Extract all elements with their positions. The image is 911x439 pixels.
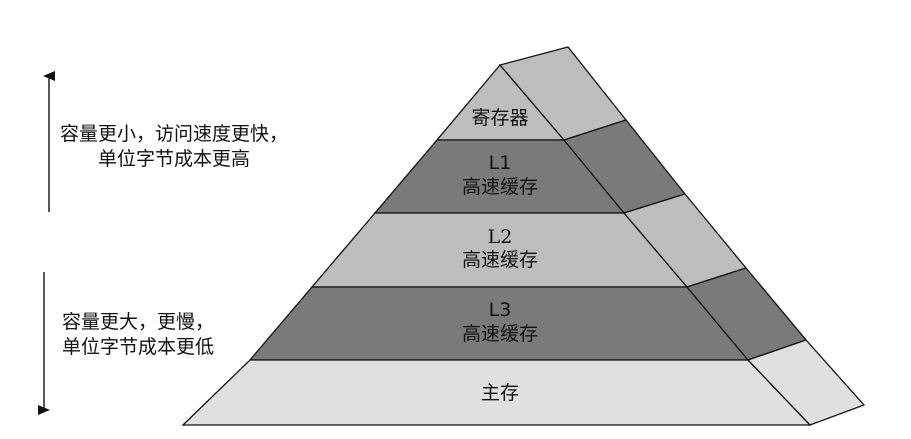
level-label-l2-name: 高速缓存 [462, 249, 538, 271]
level-label-l2-id: L2 [488, 226, 513, 248]
level-label-main-memory: 主存 [481, 382, 519, 404]
pyramid-side [498, 46, 866, 426]
level-side-4 [746, 339, 866, 426]
level-label-l1-name: 高速缓存 [462, 176, 538, 198]
pyramid-front [181, 63, 812, 426]
level-label-register: 寄存器 [471, 107, 528, 129]
slower-note-line2: 单位字节成本更低 [62, 336, 215, 358]
slower-note: 容量更大，更慢， 单位字节成本更低 [62, 310, 214, 360]
faster-note-line2: 单位字节成本更高 [98, 148, 251, 170]
faster-note: 容量更小，访问速度更快， 单位字节成本更高 [60, 122, 288, 172]
slower-note-line1: 容量更大，更慢， [62, 311, 215, 333]
level-label-l3-name: 高速缓存 [462, 323, 538, 345]
level-label-l1-id: L1 [489, 152, 512, 174]
faster-note-line1: 容量更小，访问速度更快， [60, 123, 289, 145]
level-label-l3-id: L3 [489, 299, 512, 321]
